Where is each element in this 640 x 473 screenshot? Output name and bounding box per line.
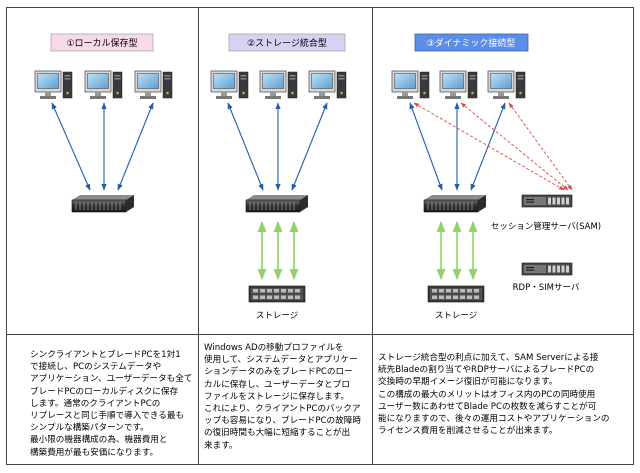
panel-dynamic-connection: ③ダイナミック接続型 セッション管理サーバ(SAM) RDP・SIMサーバ スト…	[391, 33, 601, 321]
blade-server-icon	[245, 194, 309, 213]
monitor-pc-icon	[391, 70, 430, 100]
rack-server-icon	[521, 262, 573, 276]
storage-array-icon	[248, 285, 306, 303]
pc-to-blade-arrows	[227, 102, 328, 191]
blade-to-storage-arrows	[436, 220, 478, 281]
pc-to-blade-arrows	[409, 102, 506, 191]
panel-1-title-box	[50, 33, 154, 52]
panel-1-title: ①ローカル保存型	[66, 37, 137, 49]
blade-server-icon	[423, 194, 487, 213]
panel-1-description: シンクライアントとブレードPCを1対1 で接続し、PCのシステムデータや アプリ…	[30, 350, 193, 458]
panel-storage-integrated: ②ストレージ統合型 ストレージ	[210, 33, 347, 321]
monitor-pc-icon	[210, 70, 249, 100]
panel-2-title: ②ストレージ統合型	[247, 37, 327, 49]
panel-2-title-box	[228, 33, 346, 52]
storage-array-icon	[427, 285, 485, 303]
pc-to-blade-arrows	[51, 102, 154, 191]
panel-3-title: ③ダイナミック接続型	[427, 37, 516, 49]
blade-to-storage-arrows	[257, 220, 299, 281]
monitor-pc-icon	[439, 70, 478, 100]
sam-server-label: セッション管理サーバ(SAM)	[491, 221, 601, 232]
monitor-pc-icon	[308, 70, 347, 100]
storage-label: ストレージ	[256, 311, 298, 321]
panel-2-description: Windows ADの移動プロファイルを 使用して、システムデータとアプリケー …	[204, 343, 361, 451]
monitor-pc-icon	[487, 70, 526, 100]
panel-local-storage: ①ローカル保存型	[34, 33, 173, 213]
outer-frame	[6, 7, 634, 465]
panel-3-title-box	[414, 33, 529, 52]
panel-3-description: ストレージ統合型の利点に加えて、SAM Serverによる接 続先Bladeの割…	[378, 353, 610, 437]
pc-to-sam-dashed-arrows	[413, 102, 573, 191]
monitor-pc-icon	[84, 70, 123, 100]
blade-server-icon	[71, 194, 135, 213]
rack-server-icon	[521, 194, 573, 208]
monitor-pc-icon	[34, 70, 73, 100]
monitor-pc-icon	[259, 70, 298, 100]
monitor-pc-icon	[134, 70, 173, 100]
storage-label: ストレージ	[435, 311, 477, 321]
rdp-sim-server-label: RDP・SIMサーバ	[513, 283, 580, 293]
